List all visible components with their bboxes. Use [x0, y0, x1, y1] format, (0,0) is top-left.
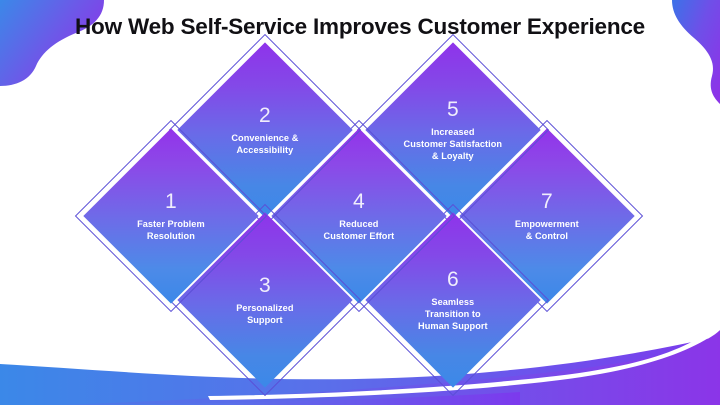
diamond-7-number: 7	[541, 189, 553, 213]
diamond-5-content: 5 Increased Customer Satisfaction & Loya…	[391, 98, 515, 163]
diamond-5-label-line2: Customer Satisfaction	[403, 138, 503, 149]
diamond-4-number: 4	[353, 189, 365, 213]
diamond-1-number: 1	[165, 189, 177, 213]
diamond-3-label-line1: Personalized	[236, 302, 294, 313]
diamond-6-label-line2: Transition to	[425, 308, 481, 319]
diamond-1-label-line2: Resolution	[147, 231, 195, 242]
diamond-5-label-line3: & Loyalty	[432, 151, 474, 162]
diamond-2-number: 2	[259, 103, 271, 127]
diamond-6-label-line3: Human Support	[418, 321, 488, 332]
diamond-1-label-line1: Faster Problem	[137, 218, 205, 229]
diamond-7-label-line1: Empowerment	[515, 218, 579, 229]
page-title: How Web Self-Service Improves Customer E…	[75, 14, 645, 39]
top-left-blob-icon	[0, 0, 104, 86]
diamond-2-label-line1: Convenience &	[231, 132, 299, 143]
diamond-5-label-line1: Increased	[431, 126, 475, 137]
diamond-3-content: 3 Personalized Support	[203, 274, 327, 326]
diamond-6-label-line1: Seamless	[431, 296, 475, 307]
diamond-3-label-line2: Support	[247, 315, 283, 326]
diamond-3-number: 3	[259, 273, 271, 297]
diamond-6-number: 6	[447, 267, 459, 291]
diamond-4-label-line1: Reduced	[339, 218, 379, 229]
diamond-6-content: 6 Seamless Transition to Human Support	[391, 268, 515, 333]
bottom-wave-icon	[0, 322, 720, 405]
diamond-2-label-line2: Accessibility	[236, 145, 294, 156]
diamond-5-number: 5	[447, 97, 459, 121]
diamond-4-content: 4 Reduced Customer Effort	[297, 190, 421, 242]
diamond-1-content: 1 Faster Problem Resolution	[109, 190, 233, 242]
diamond-2-content: 2 Convenience & Accessibility	[203, 104, 327, 156]
diamond-7-content: 7 Empowerment & Control	[485, 190, 609, 242]
diamond-7-label-line2: & Control	[525, 231, 569, 242]
diamond-4-label-line2: Customer Effort	[323, 231, 395, 242]
